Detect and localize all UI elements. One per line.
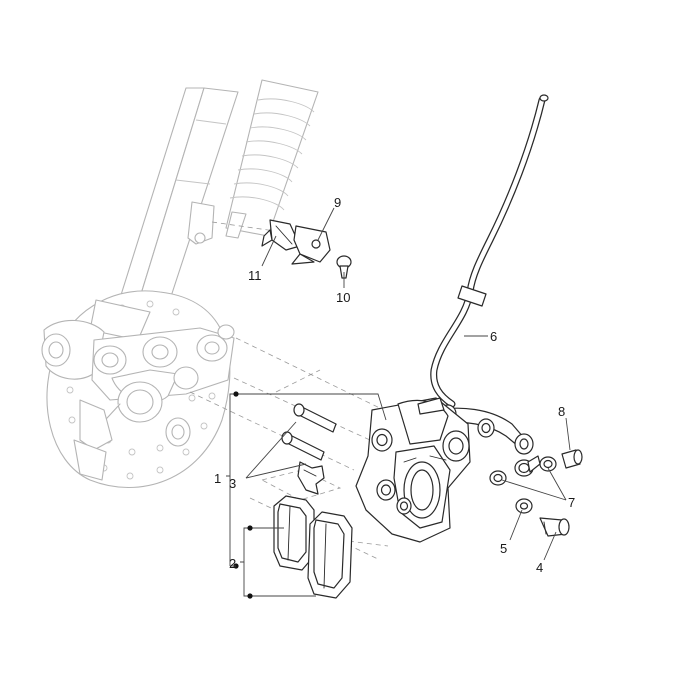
- washer-part-5: [515, 498, 533, 514]
- bracket-dot: [247, 525, 253, 531]
- callout-7: 7: [568, 495, 575, 510]
- callout-labels: 9 11 10 6 8 7 5 4 1 3 2: [214, 195, 575, 575]
- bracket-dot: [247, 593, 253, 599]
- banjo-fitting-part-7: [514, 455, 541, 477]
- leader-lines: [226, 207, 571, 597]
- banjo-bolt-part-8: [561, 449, 583, 469]
- callout-6: 6: [490, 329, 497, 344]
- ghosted-fork-lower: [41, 299, 235, 481]
- callout-8: 8: [558, 404, 565, 419]
- callout-10: 10: [336, 290, 350, 305]
- bracket-dots: [233, 391, 253, 599]
- brake-caliper-part-1: [355, 397, 471, 543]
- callout-3: 3: [229, 476, 236, 491]
- callout-9: 9: [334, 195, 341, 210]
- bolt-part-4: [539, 517, 570, 537]
- sealing-washer-part-7b: [539, 456, 557, 472]
- screw-part-10: [336, 255, 352, 279]
- brake-pad-part-2a: [273, 495, 315, 571]
- callout-5: 5: [500, 541, 507, 556]
- callout-1: 1: [214, 471, 221, 486]
- pad-spring-part-3: [297, 461, 325, 495]
- hose-bracket-part-9: [291, 225, 331, 265]
- ghosted-fork-assembly: [41, 79, 319, 488]
- caliper-pins-part-3: [281, 403, 337, 461]
- brake-hose-part-6: [430, 94, 549, 455]
- bracket-dot: [233, 391, 239, 397]
- brake-pad-part-2b: [307, 511, 353, 599]
- sealing-washer-part-7a: [489, 470, 507, 486]
- callout-4: 4: [536, 560, 543, 575]
- hose-clip-part-11: [261, 219, 301, 251]
- callout-11: 11: [248, 268, 262, 283]
- ghosted-spring: [225, 79, 319, 239]
- callout-2: 2: [229, 556, 236, 571]
